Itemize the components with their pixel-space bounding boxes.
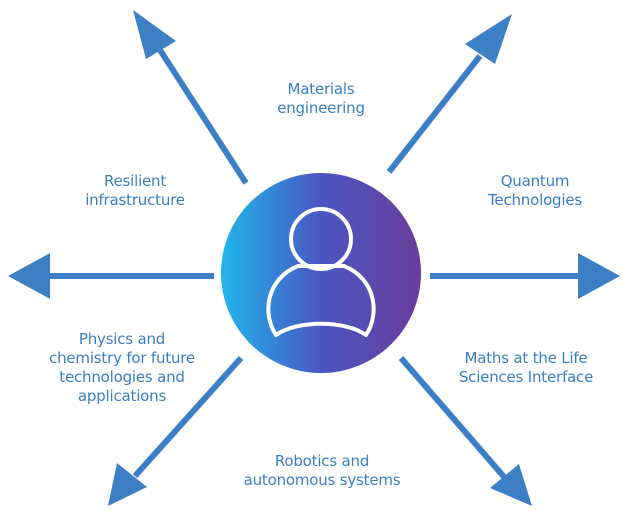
label-resilient-infrastructure: Resilient infrastructure: [66, 172, 204, 210]
label-line: chemistry for future: [49, 349, 195, 367]
label-line: engineering: [277, 99, 365, 117]
person-icon: [266, 207, 376, 337]
label-line: Quantum: [500, 172, 570, 190]
arrow-up-left: [133, 10, 249, 185]
label-line: Resilient: [103, 172, 167, 190]
arrow-down-left: [108, 355, 244, 506]
arrow-up-right: [386, 14, 512, 174]
label-line: Robotics and: [274, 452, 370, 470]
label-line: Technologies: [488, 191, 582, 209]
label-maths-life-sciences: Maths at the Life Sciences Interface: [444, 349, 608, 387]
label-quantum-technologies: Quantum Technologies: [470, 172, 600, 210]
arrow-right: [430, 253, 620, 299]
label-physics-chemistry: Physics and chemistry for future technol…: [34, 330, 210, 406]
center-circle: [221, 173, 421, 373]
label-line: infrastructure: [85, 191, 185, 209]
label-robotics-autonomous: Robotics and autonomous systems: [224, 452, 420, 490]
label-materials-engineering: Materials engineering: [262, 80, 380, 118]
label-line: Materials: [287, 80, 355, 98]
label-line: applications: [77, 387, 167, 405]
arrow-down-right: [398, 356, 532, 506]
label-line: Maths at the Life: [464, 349, 588, 367]
label-line: technologies and: [59, 368, 185, 386]
arrow-left: [8, 253, 214, 299]
center-node: [221, 173, 421, 373]
label-line: Physics and: [78, 330, 166, 348]
label-line: Sciences Interface: [458, 368, 594, 386]
label-line: autonomous systems: [243, 471, 401, 489]
